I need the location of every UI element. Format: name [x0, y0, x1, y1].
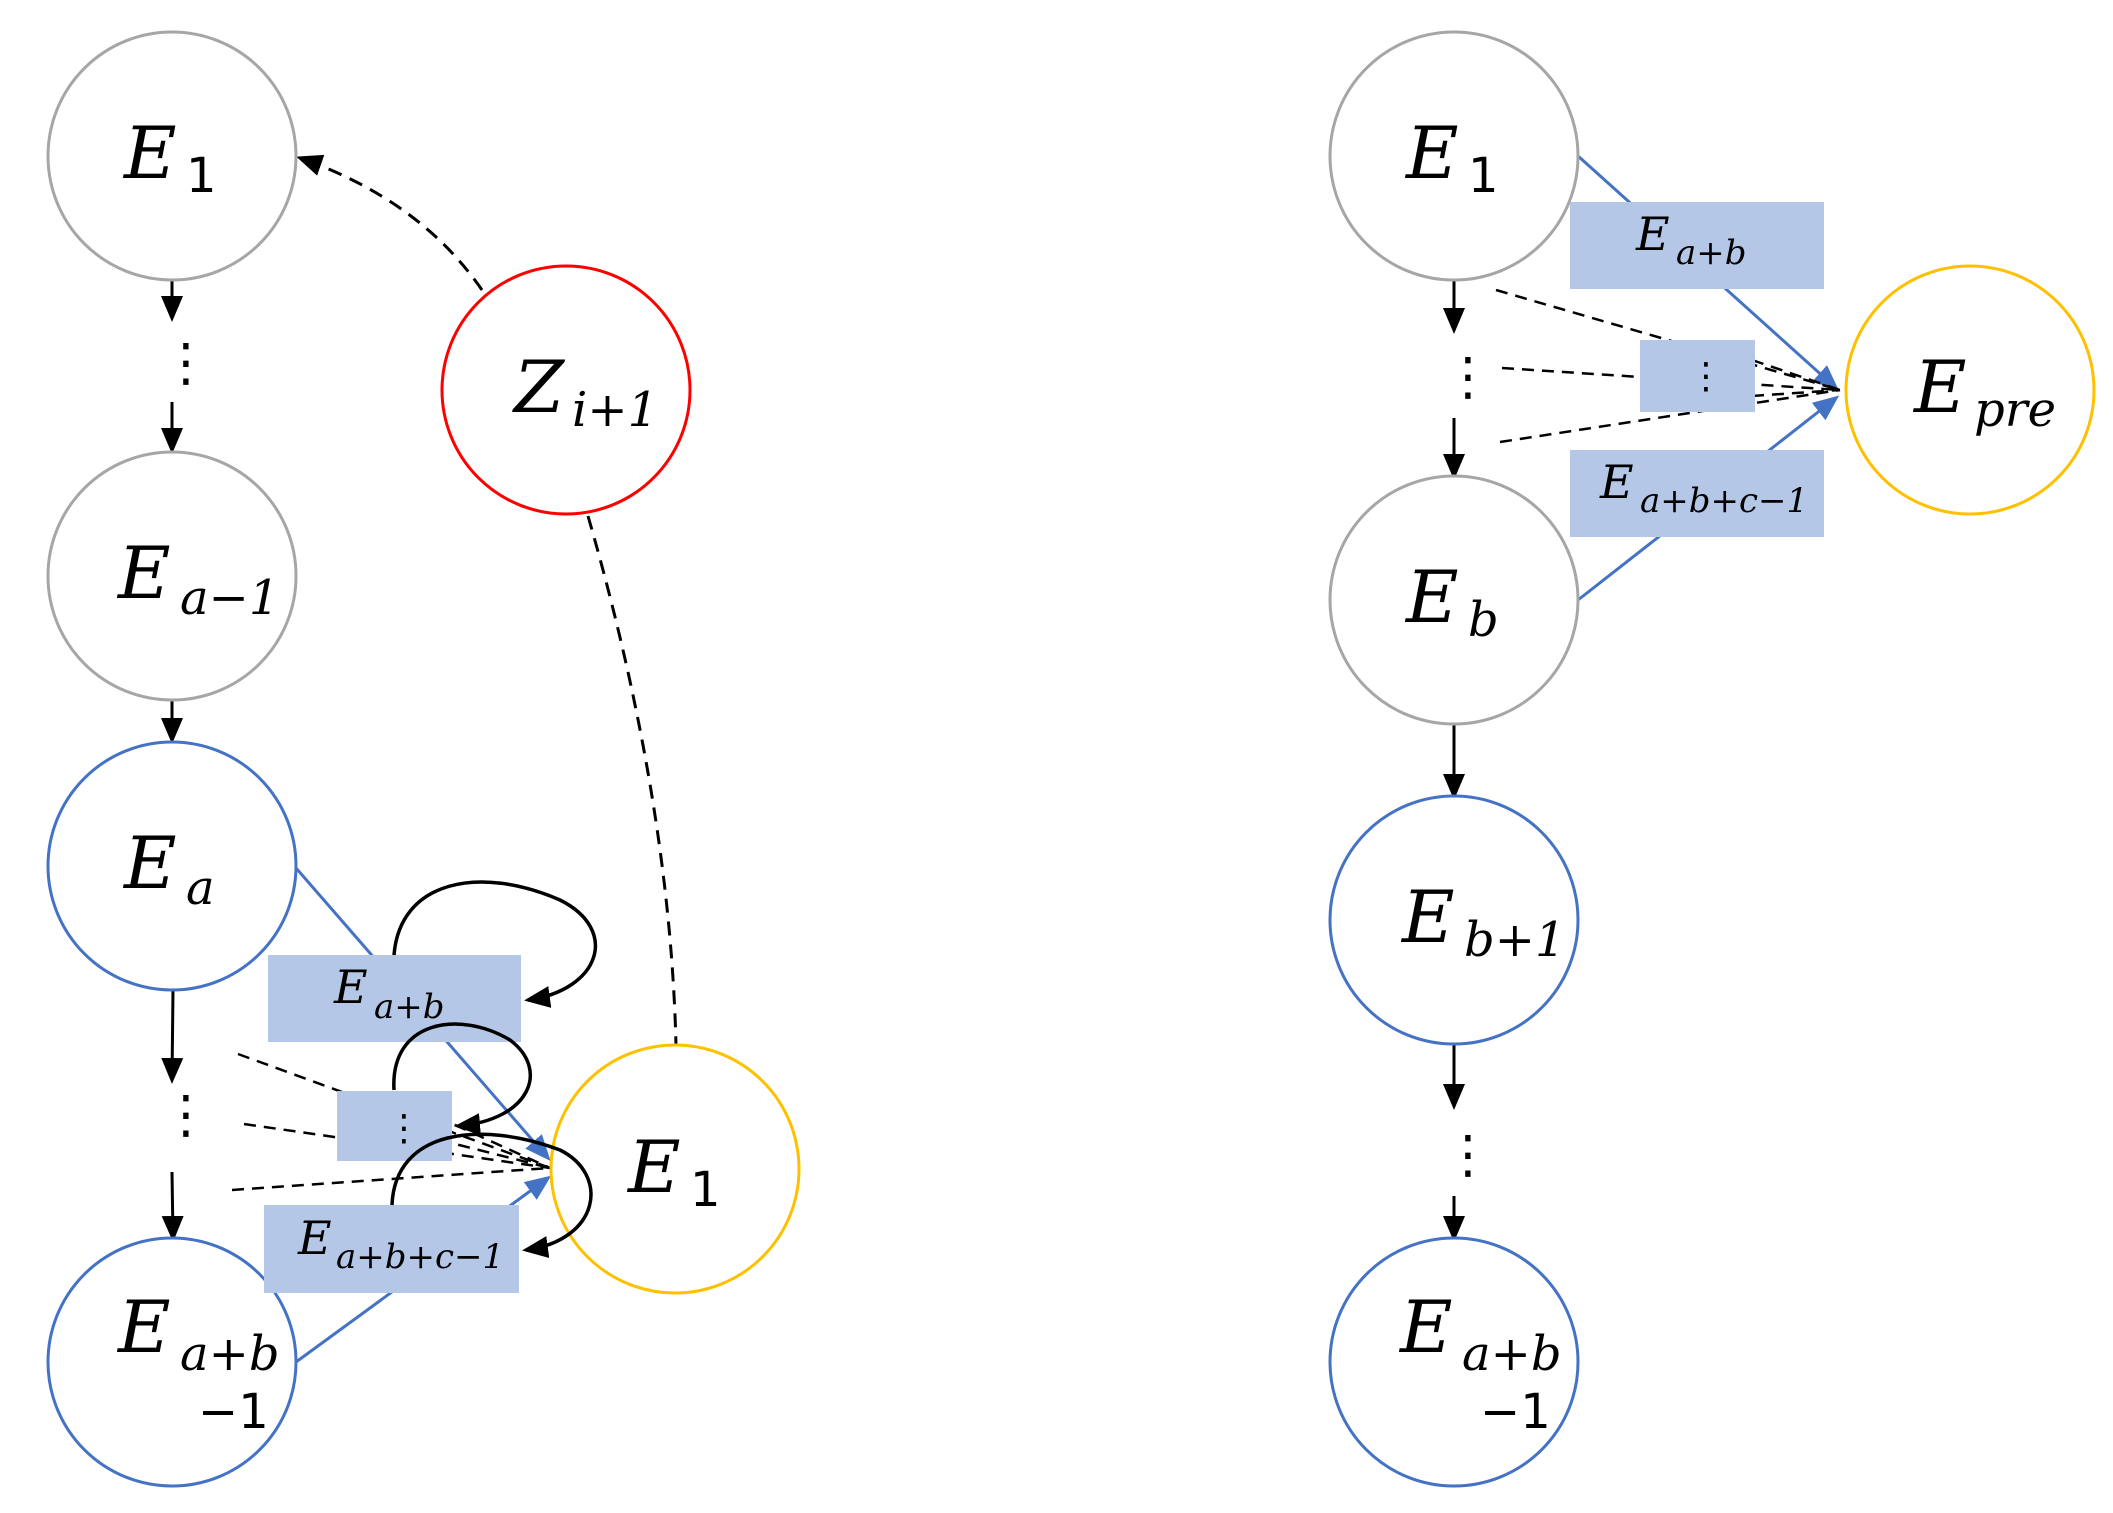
- svg-text:E: E: [626, 1125, 681, 1209]
- label-eb-plus-1: E b+1: [1400, 875, 1565, 968]
- label-box2: ⋮: [1688, 356, 1724, 397]
- dashed-fan-line: [243, 1122, 551, 1170]
- svg-text:i+1: i+1: [572, 382, 658, 438]
- svg-text:b+1: b+1: [1464, 912, 1565, 968]
- svg-text:E: E: [1635, 207, 1670, 261]
- node-e1: [46, 30, 298, 282]
- dashed-fan-line: [1751, 358, 1841, 392]
- svg-text:E: E: [1912, 345, 1967, 429]
- svg-text:a+b: a+b: [180, 1326, 280, 1382]
- dashed-edge-z-to-target: [586, 515, 678, 1046]
- svg-text:a−1: a−1: [180, 570, 279, 626]
- node-z-i-plus-1: [440, 264, 692, 516]
- label-eab-minus-1: E a+b −1: [116, 1285, 280, 1440]
- svg-text:E: E: [122, 111, 177, 195]
- svg-text:a+b: a+b: [1676, 233, 1747, 273]
- box-ea-plus-b-plus-c-minus-1: [1570, 450, 1824, 537]
- label-ea-minus-1: E a−1: [116, 531, 279, 626]
- label-e-pre: E pre: [1912, 345, 2056, 438]
- svg-text:−1: −1: [1480, 1384, 1551, 1440]
- svg-text:a+b+c−1: a+b+c−1: [1640, 481, 1808, 521]
- chain-ellipsis: ⋮: [1442, 1125, 1494, 1185]
- svg-text:a: a: [186, 860, 215, 916]
- label-eb: E b: [1404, 555, 1499, 648]
- box-ellipsis: [1640, 340, 1755, 412]
- label-box3: E a+b+c−1: [1599, 455, 1808, 521]
- svg-text:−1: −1: [198, 1384, 269, 1440]
- svg-text:E: E: [333, 960, 368, 1014]
- box-ellipsis: [337, 1091, 452, 1161]
- chain-arrow: [161, 989, 184, 1084]
- chain-ellipsis: ⋮: [160, 1085, 212, 1145]
- box-ea-plus-b: [1570, 202, 1824, 289]
- label-target-e1: E 1: [626, 1125, 721, 1218]
- label-z-i-plus-1: Z i+1: [512, 345, 658, 438]
- svg-text:1: 1: [690, 1162, 721, 1218]
- svg-text:a+b: a+b: [1462, 1326, 1562, 1382]
- dashed-fan-line: [1751, 388, 1841, 398]
- dashed-fan-line: [1499, 388, 1841, 444]
- label-box2: ⋮: [386, 1108, 422, 1149]
- svg-text:Z: Z: [512, 345, 566, 429]
- loop-arrow-box2: [392, 1022, 533, 1136]
- svg-text:E: E: [122, 821, 177, 905]
- node-eb-plus-1: [1328, 794, 1580, 1046]
- svg-text:E: E: [1404, 555, 1459, 639]
- node-ea: [46, 740, 298, 992]
- label-box1: E a+b: [1635, 207, 1747, 273]
- node-ea-minus-1: [46, 450, 298, 702]
- node-eb: [1328, 474, 1580, 726]
- left-diagram: E 1 E a−1 E a E a+b −1 Z i+1 E 1 E a+b ⋮: [46, 30, 801, 1488]
- svg-text:E: E: [1400, 875, 1455, 959]
- svg-text:E: E: [1404, 111, 1459, 195]
- loop-arrow-box3: [390, 1132, 593, 1258]
- node-e1: [1328, 30, 1580, 282]
- svg-text:pre: pre: [1974, 382, 2056, 438]
- svg-text:b: b: [1468, 592, 1499, 648]
- svg-text:a+b: a+b: [374, 987, 445, 1027]
- svg-text:1: 1: [1468, 148, 1499, 204]
- label-e1: E 1: [1404, 111, 1499, 204]
- svg-text:E: E: [116, 531, 171, 615]
- label-ea: E a: [122, 821, 215, 916]
- label-box1: E a+b: [333, 960, 445, 1027]
- chain-ellipsis: ⋮: [160, 333, 212, 393]
- box-ea-plus-b-plus-c-minus-1: [264, 1205, 519, 1293]
- svg-text:E: E: [297, 1211, 332, 1265]
- svg-text:a+b+c−1: a+b+c−1: [336, 1237, 504, 1277]
- node-target-e1: [549, 1043, 801, 1295]
- svg-text:1: 1: [186, 148, 217, 204]
- chain-arrow: [161, 1171, 184, 1242]
- dashed-edge-z-to-e1: [296, 154, 484, 291]
- svg-text:E: E: [1398, 1285, 1453, 1369]
- right-diagram: E 1 E b E b+1 E a+b −1 E pre E a+b ⋮ E a…: [1328, 30, 2096, 1488]
- label-e1: E 1: [122, 111, 217, 204]
- node-eab-minus-1: [46, 1236, 298, 1488]
- svg-text:E: E: [1599, 455, 1634, 509]
- svg-text:E: E: [116, 1285, 171, 1369]
- node-e-pre: [1844, 264, 2096, 516]
- label-eab-minus-1: E a+b −1: [1398, 1285, 1562, 1440]
- node-eab-minus-1: [1328, 1236, 1580, 1488]
- label-box3: E a+b+c−1: [297, 1211, 504, 1277]
- loop-arrow-box1: [392, 880, 598, 1008]
- dashed-fan-line: [231, 1166, 551, 1192]
- chain-ellipsis: ⋮: [1442, 347, 1494, 407]
